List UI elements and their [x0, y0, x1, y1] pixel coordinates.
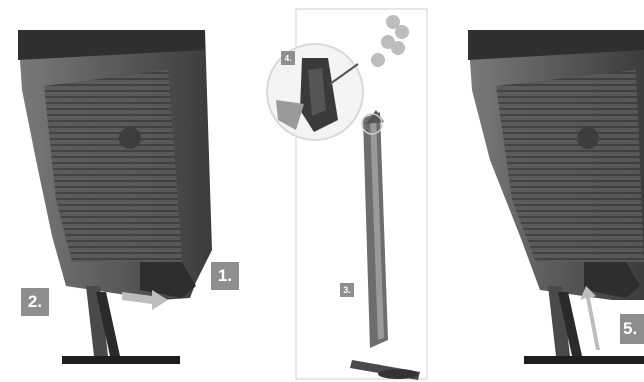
- grip-screw-icon: [119, 127, 141, 149]
- magazine-floorplate-left: [62, 356, 180, 364]
- step-3-badge: 3.: [340, 283, 354, 297]
- step-1-badge: 1.: [211, 262, 239, 290]
- step-5-badge: 5.: [620, 314, 644, 344]
- step-4-badge: 4.: [281, 51, 295, 65]
- step-2-badge: 2.: [21, 288, 49, 316]
- pistol-grip-right-icon: [468, 30, 644, 364]
